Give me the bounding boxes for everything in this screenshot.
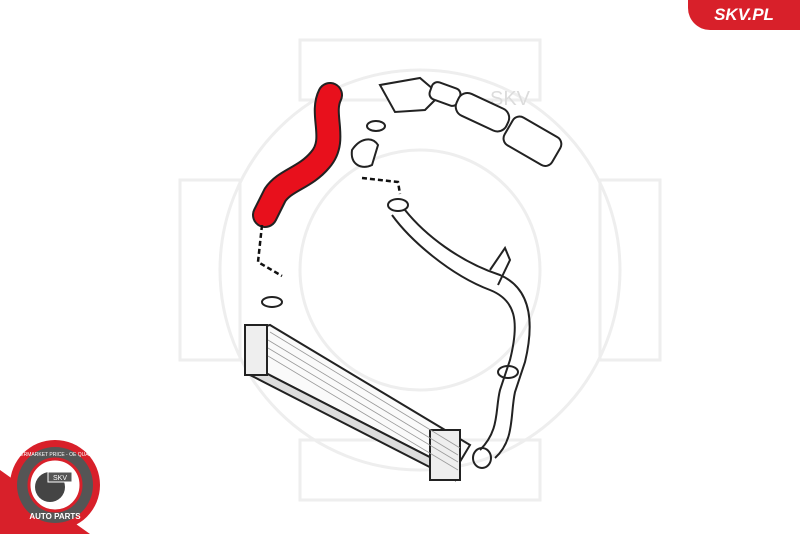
hose-clamp — [366, 120, 386, 132]
hose-clamp — [387, 198, 409, 212]
skv-auto-parts-badge: SKV AFTERMARKET PRICE - OE QUALITY AUTO … — [0, 440, 100, 534]
badge-bottom-text: AUTO PARTS — [29, 512, 81, 521]
watermark-gear — [178, 38, 662, 502]
watermark-text: SKV — [490, 88, 531, 110]
hose-clamp — [261, 296, 283, 308]
leader-line — [256, 176, 402, 278]
brand-logo[interactable]: SKV.PL — [688, 0, 800, 30]
intercooler — [244, 323, 472, 482]
badge-center-text: SKV — [53, 475, 67, 482]
badge-top-text: AFTERMARKET PRICE - OE QUALITY — [11, 452, 100, 458]
charge-air-pipe — [391, 209, 531, 459]
upper-intake-pipes — [350, 76, 563, 168]
